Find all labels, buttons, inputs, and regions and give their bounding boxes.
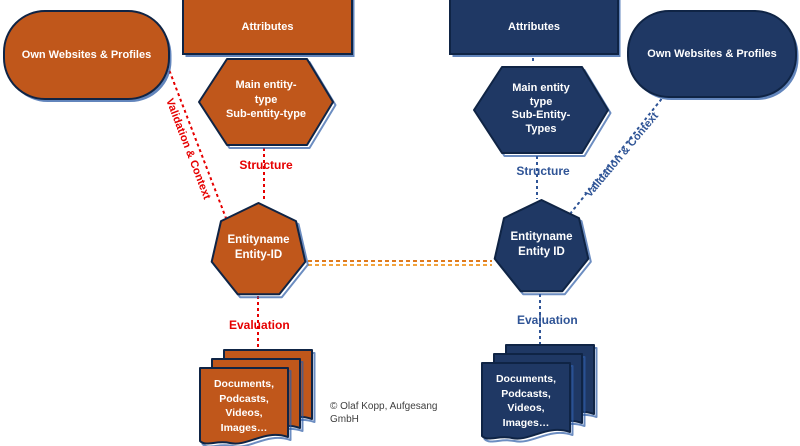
attributes-box-right: Attributes — [449, 0, 619, 55]
own-websites-label-right: Own Websites & Profiles — [647, 48, 777, 60]
own-websites-box-left: Own Websites & Profiles — [3, 10, 170, 100]
attributes-label-left: Attributes — [241, 20, 294, 33]
document-front — [199, 367, 292, 446]
heptagon-shape — [493, 199, 590, 293]
attributes-line-left — [265, 52, 267, 62]
entity-heptagon-right — [493, 199, 592, 296]
entity-type-text-right: Main entity type Sub-Entity- Types — [511, 82, 571, 135]
evaluation-line-right — [539, 294, 541, 347]
heptagon-shape — [210, 202, 307, 296]
hexagon-shape — [198, 58, 334, 146]
evaluation-label-right: Evaluation — [517, 313, 578, 327]
entity-text-right: Entityname Entity ID — [510, 231, 573, 258]
structure-line-right — [536, 156, 538, 199]
entity-type-hexagon-right — [473, 66, 612, 157]
structure-label-right: Structure — [516, 164, 570, 178]
evaluation-label-left: Evaluation — [229, 318, 290, 332]
documents-text-right: Documents, Podcasts, Videos, Images… — [495, 373, 557, 429]
document-front — [481, 362, 574, 443]
entity-heptagon-left — [210, 202, 309, 299]
documents-stack-left — [199, 349, 316, 446]
entity-text-left: Entityname Entity-ID — [227, 234, 290, 261]
attributes-label-right: Attributes — [508, 20, 560, 33]
documents-stack-right — [481, 344, 598, 443]
own-websites-box-right: Own Websites & Profiles — [627, 10, 797, 98]
attributes-line-right — [532, 52, 534, 64]
structure-label-left: Structure — [239, 158, 293, 172]
entity-type-text-left: Main entity- type Sub-entity-type — [225, 79, 307, 120]
copyright-text: © Olaf Kopp, Aufgesang GmbH — [330, 401, 438, 425]
own-websites-label-left: Own Websites & Profiles — [21, 49, 152, 61]
entity-type-hexagon-left — [198, 58, 337, 149]
attributes-box-left: Attributes — [182, 0, 353, 55]
evaluation-line-left — [257, 296, 259, 351]
documents-text-left: Documents, Podcasts, Videos, Images… — [213, 378, 275, 434]
entity-link-line-bottom — [308, 264, 492, 266]
structure-line-left — [263, 148, 265, 201]
hexagon-shape — [473, 66, 609, 154]
entity-link-line-top — [308, 260, 492, 262]
